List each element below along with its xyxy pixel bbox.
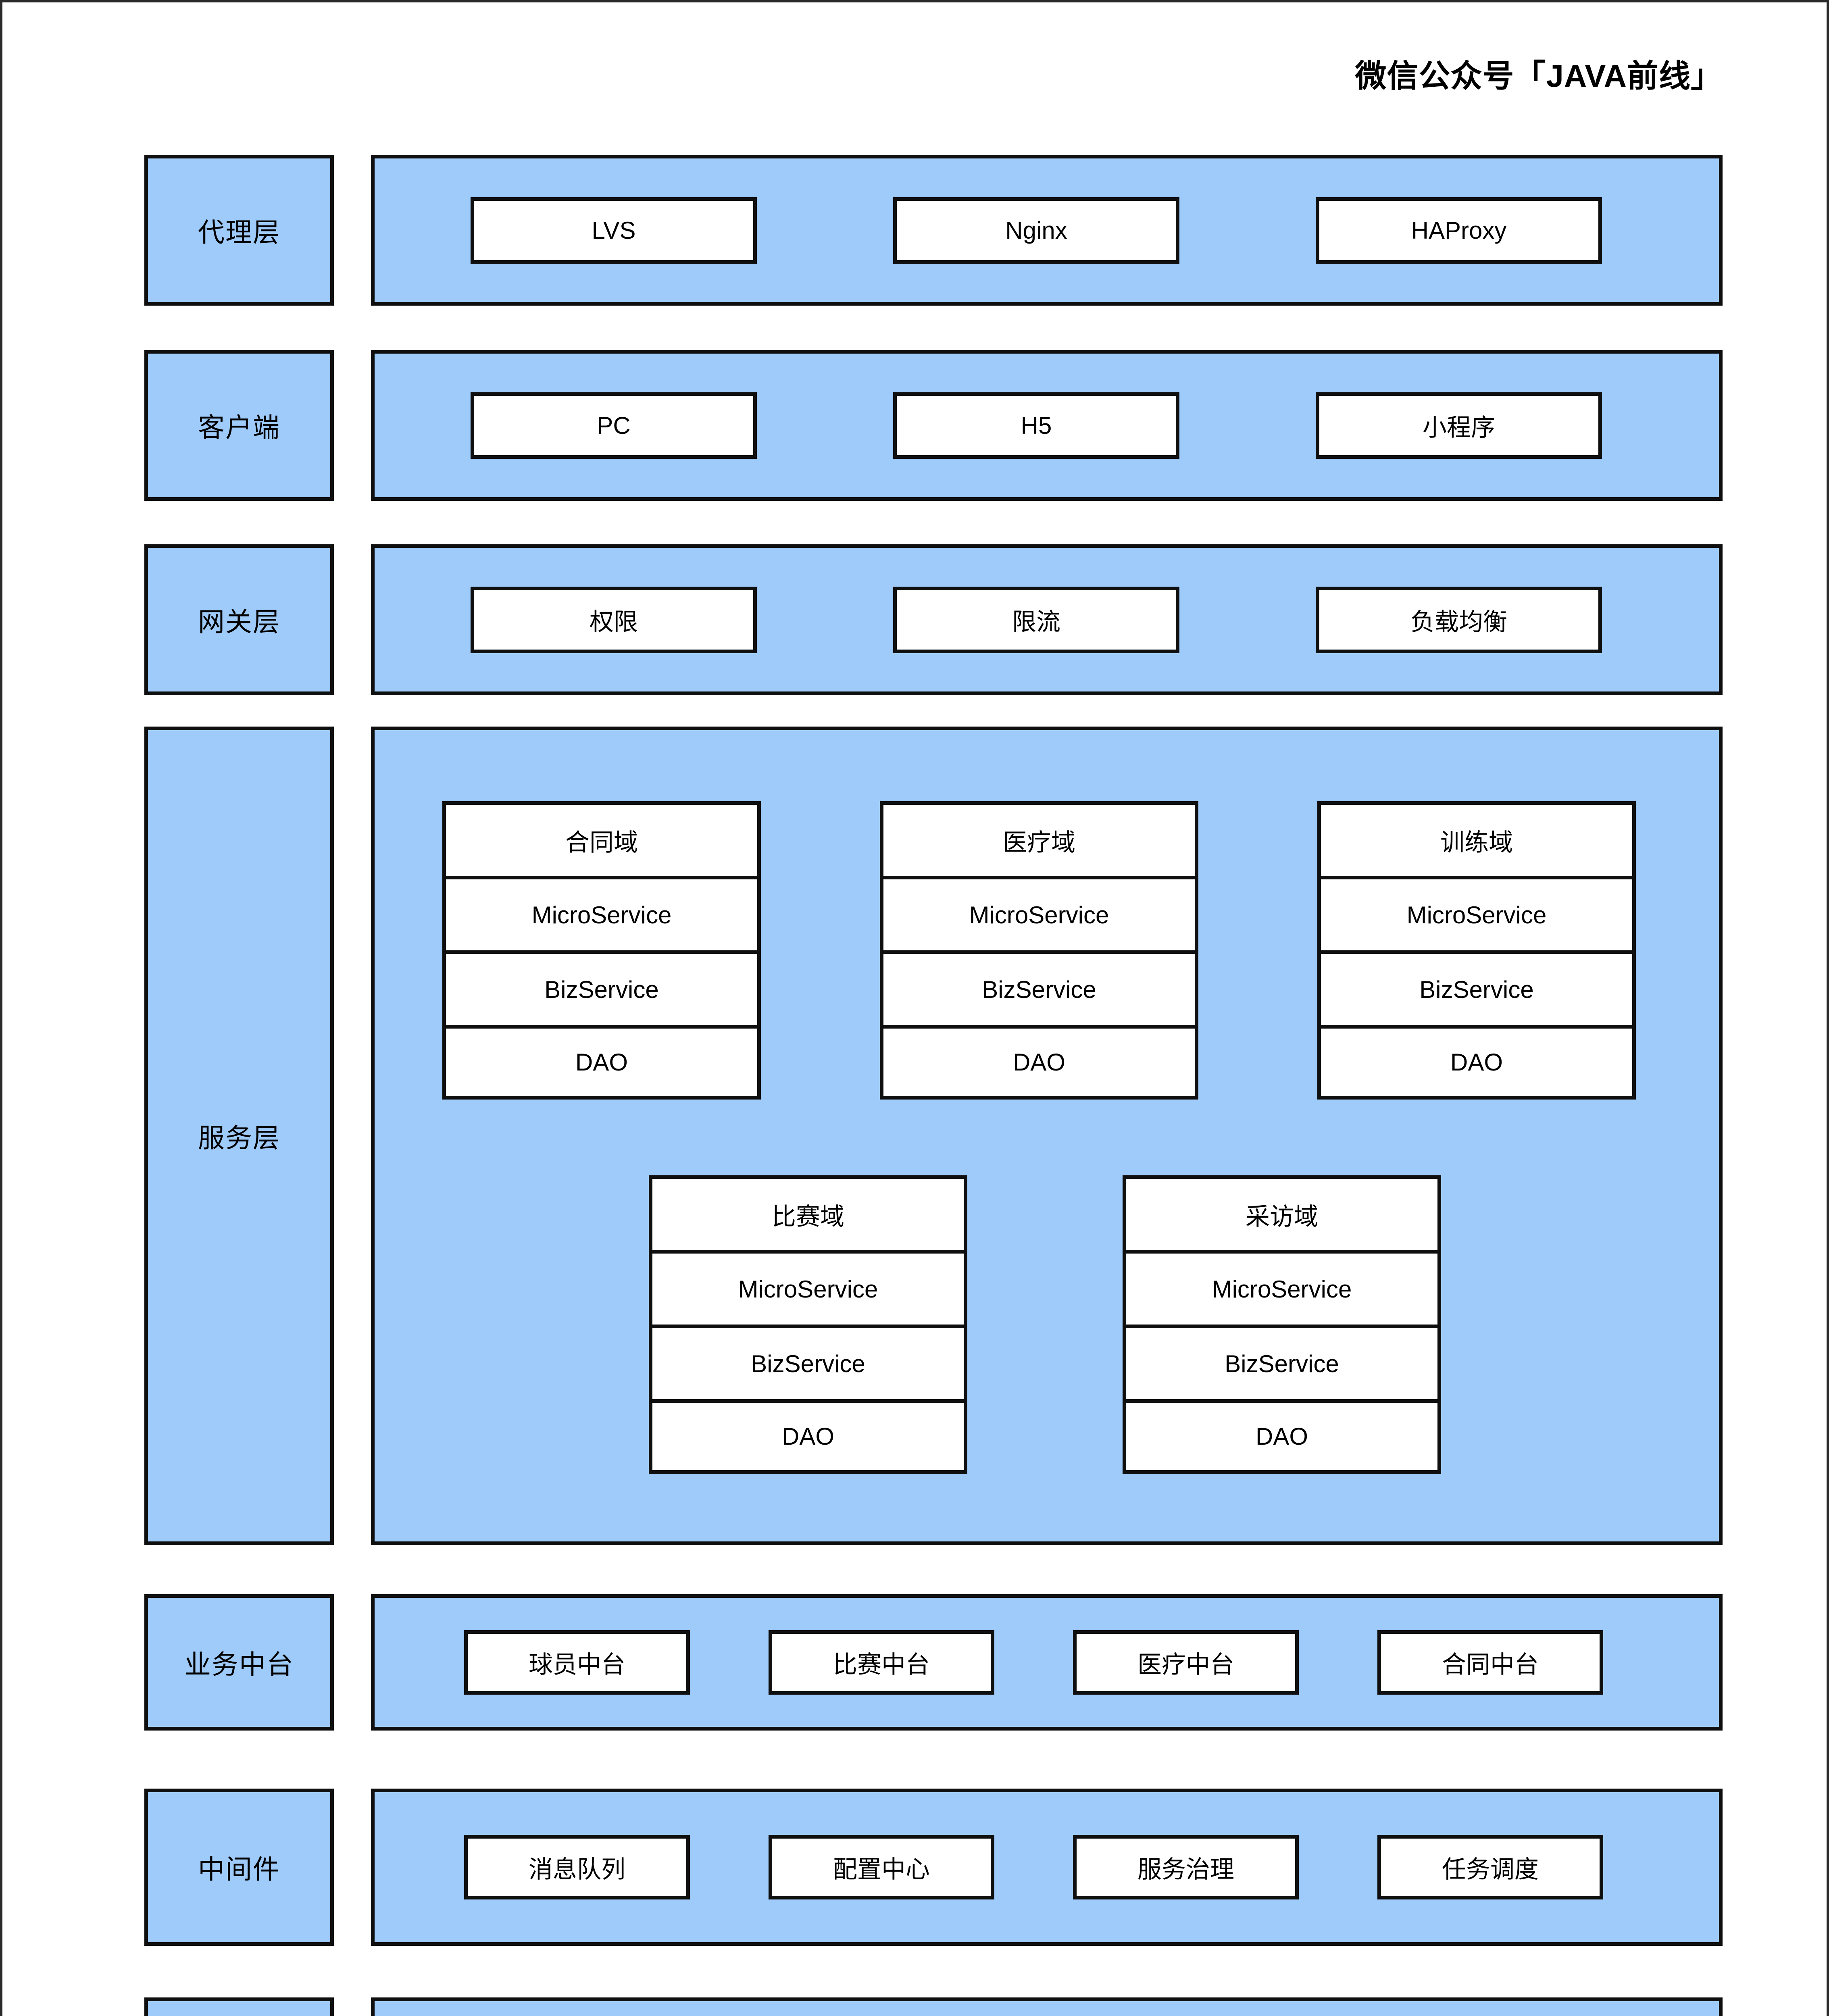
item-medical-middle[interactable]: 医疗中台 <box>1073 1630 1299 1695</box>
layer-row-proxy: 代理层 LVS Nginx HAProxy <box>144 155 1723 306</box>
domain-tier-microservice[interactable]: MicroService <box>1317 876 1636 950</box>
domain-row-top: 合同域 MicroService BizService DAO 医疗域 Micr… <box>375 801 1719 1100</box>
item-load-balance[interactable]: 负载均衡 <box>1316 586 1602 653</box>
item-player-middle[interactable]: 球员中台 <box>464 1630 690 1695</box>
item-auth[interactable]: 权限 <box>471 586 757 653</box>
domain-tier-bizservice[interactable]: BizService <box>880 950 1198 1025</box>
layer-body-cache: Redis Memcache <box>371 1997 1723 2016</box>
domain-stack-medical: 医疗域 MicroService BizService DAO <box>880 801 1198 1100</box>
item-message-queue[interactable]: 消息队列 <box>464 1835 690 1899</box>
domain-tier-bizservice[interactable]: BizService <box>1317 950 1636 1025</box>
domain-stack-interview: 采访域 MicroService BizService DAO <box>1123 1175 1441 1474</box>
layer-body-gateway: 权限 限流 负载均衡 <box>371 544 1723 695</box>
domain-tier-dao[interactable]: DAO <box>649 1399 967 1474</box>
layer-row-business-middle: 业务中台 球员中台 比赛中台 医疗中台 合同中台 <box>144 1594 1723 1731</box>
domain-tier-bizservice[interactable]: BizService <box>442 950 761 1025</box>
layer-body-proxy: LVS Nginx HAProxy <box>371 155 1723 306</box>
domain-stack-training: 训练域 MicroService BizService DAO <box>1317 801 1636 1100</box>
domain-tier-microservice[interactable]: MicroService <box>649 1250 967 1325</box>
layer-body-service: 合同域 MicroService BizService DAO 医疗域 Micr… <box>371 727 1723 1545</box>
layer-row-middleware: 中间件 消息队列 配置中心 服务治理 任务调度 <box>144 1789 1723 1946</box>
layer-label-cache: 缓存层 <box>144 1997 334 2016</box>
layer-row-cache: 缓存层 Redis Memcache <box>144 1997 1723 2016</box>
layer-body-middleware: 消息队列 配置中心 服务治理 任务调度 <box>371 1789 1723 1946</box>
domain-tier-bizservice[interactable]: BizService <box>649 1325 967 1399</box>
item-task-scheduling[interactable]: 任务调度 <box>1377 1835 1603 1899</box>
layer-label-client: 客户端 <box>144 350 334 501</box>
domain-row-bottom: 比赛域 MicroService BizService DAO 采访域 Micr… <box>375 1175 1719 1474</box>
page-title: 微信公众号「JAVA前线」 <box>1355 58 1723 94</box>
item-group-middleware: 消息队列 配置中心 服务治理 任务调度 <box>375 1835 1719 1899</box>
domain-tier-dao[interactable]: DAO <box>1123 1399 1441 1474</box>
layer-body-client: PC H5 小程序 <box>371 350 1723 501</box>
domain-tier-microservice[interactable]: MicroService <box>1123 1250 1441 1325</box>
item-h5[interactable]: H5 <box>893 392 1179 459</box>
item-rate-limit[interactable]: 限流 <box>893 586 1179 653</box>
item-group-gateway: 权限 限流 负载均衡 <box>375 586 1719 653</box>
item-group-client: PC H5 小程序 <box>375 392 1719 459</box>
item-contract-middle[interactable]: 合同中台 <box>1377 1630 1603 1695</box>
layer-row-client: 客户端 PC H5 小程序 <box>144 350 1723 501</box>
item-pc[interactable]: PC <box>471 392 757 459</box>
item-haproxy[interactable]: HAProxy <box>1316 197 1602 264</box>
item-match-middle[interactable]: 比赛中台 <box>769 1630 994 1695</box>
domain-stack-contract: 合同域 MicroService BizService DAO <box>442 801 761 1100</box>
domain-stack-match: 比赛域 MicroService BizService DAO <box>649 1175 967 1474</box>
domain-tier-dao[interactable]: DAO <box>442 1025 761 1100</box>
domain-name-match[interactable]: 比赛域 <box>649 1175 967 1250</box>
domain-name-contract[interactable]: 合同域 <box>442 801 761 876</box>
layer-label-proxy: 代理层 <box>144 155 334 306</box>
layer-label-service: 服务层 <box>144 727 334 1545</box>
domain-name-medical[interactable]: 医疗域 <box>880 801 1198 876</box>
item-nginx[interactable]: Nginx <box>893 197 1179 264</box>
domain-name-interview[interactable]: 采访域 <box>1123 1175 1441 1250</box>
layer-label-business-middle: 业务中台 <box>144 1594 334 1731</box>
domain-tier-microservice[interactable]: MicroService <box>442 876 761 950</box>
domain-tier-microservice[interactable]: MicroService <box>880 876 1198 950</box>
domain-tier-bizservice[interactable]: BizService <box>1123 1325 1441 1399</box>
layer-label-middleware: 中间件 <box>144 1789 334 1946</box>
item-lvs[interactable]: LVS <box>471 197 757 264</box>
layer-row-service: 服务层 合同域 MicroService BizService DAO 医疗域 … <box>144 727 1723 1545</box>
layer-body-business-middle: 球员中台 比赛中台 医疗中台 合同中台 <box>371 1594 1723 1731</box>
domain-tier-dao[interactable]: DAO <box>1317 1025 1636 1100</box>
layer-row-gateway: 网关层 权限 限流 负载均衡 <box>144 544 1723 695</box>
layer-label-gateway: 网关层 <box>144 544 334 695</box>
domain-tier-dao[interactable]: DAO <box>880 1025 1198 1100</box>
item-service-governance[interactable]: 服务治理 <box>1073 1835 1299 1899</box>
item-config-center[interactable]: 配置中心 <box>769 1835 994 1899</box>
item-group-proxy: LVS Nginx HAProxy <box>375 197 1719 264</box>
item-miniprogram[interactable]: 小程序 <box>1316 392 1602 459</box>
item-group-business-middle: 球员中台 比赛中台 医疗中台 合同中台 <box>375 1630 1719 1695</box>
domain-name-training[interactable]: 训练域 <box>1317 801 1636 876</box>
